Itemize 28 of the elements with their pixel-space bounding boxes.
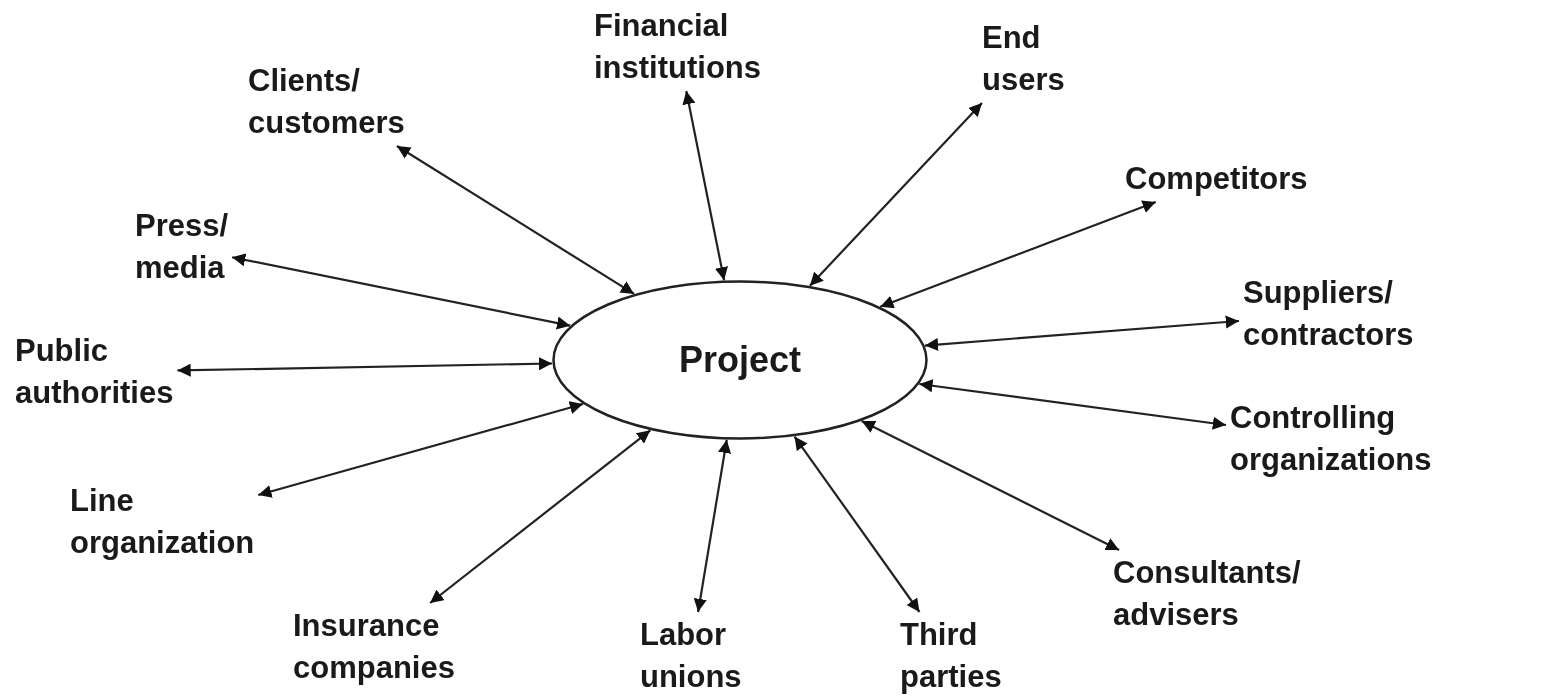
stakeholder-label: Public authorities [11,328,178,416]
stakeholder-label: Suppliers/ contractors [1239,270,1418,358]
double-arrow [231,253,571,330]
double-arrow [429,429,651,604]
stakeholder-label: Labor unions [636,612,746,699]
double-arrow [396,145,635,295]
stakeholder-label: Controlling organizations [1226,395,1436,483]
double-arrow [919,379,1227,430]
double-arrow [177,357,553,377]
stakeholder-label: Press/ media [131,203,233,291]
double-arrow [879,200,1157,309]
node-label: Project [679,339,802,381]
double-arrow [861,420,1120,551]
ellipse-node [552,280,928,440]
double-arrow [809,102,983,287]
stakeholder-label: Clients/ customers [244,58,409,146]
stakeholder-label: Financial institutions [590,3,766,91]
double-arrow [793,435,921,613]
double-arrow [924,315,1240,352]
stakeholder-label: Third parties [896,612,1006,699]
stakeholder-label: Competitors [1121,156,1312,202]
double-arrow [258,401,584,498]
stakeholder-label: Consultants/ advisers [1109,550,1305,638]
stakeholder-label: Line organization [66,478,259,566]
stakeholder-label: Insurance companies [289,603,459,691]
stakeholder-label: End users [978,15,1069,103]
double-arrow [693,439,732,613]
double-arrow [682,90,728,281]
